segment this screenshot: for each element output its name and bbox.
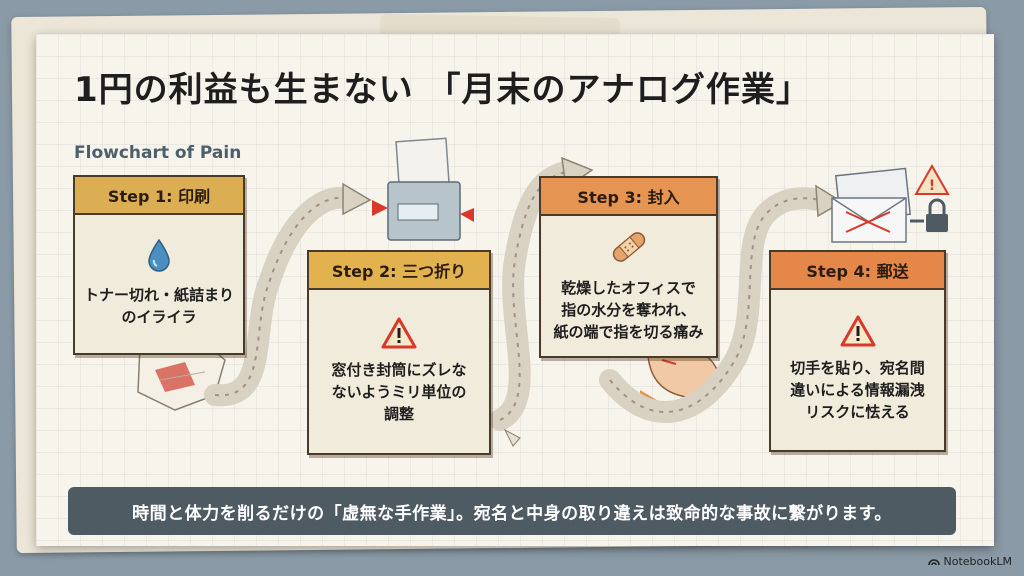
flow-arrow-1-to-2 bbox=[204, 182, 372, 407]
summary-banner: 時間と体力を削るだけの「虚無な手作業」。宛名と中身の取り違えは致命的な事故に繋が… bbox=[68, 487, 956, 535]
step-2-text: 窓付き封筒にズレな ないようミリ単位の 調整 bbox=[331, 360, 467, 423]
branding-label: NotebookLM bbox=[943, 555, 1012, 568]
step-1-header: Step 1: 印刷 bbox=[75, 177, 243, 215]
notebooklm-logo-icon bbox=[927, 559, 940, 566]
notebooklm-branding: NotebookLM bbox=[927, 555, 1012, 568]
step-4-card: Step 4: 郵送 切手を貼り、宛名間 違いによる情報漏洩 リスクに怯える bbox=[769, 250, 946, 452]
warning-icon bbox=[840, 315, 875, 347]
flowchart-subtitle: Flowchart of Pain bbox=[74, 143, 242, 163]
step-2-header: Step 2: 三つ折り bbox=[309, 252, 489, 290]
svg-text:!: ! bbox=[929, 178, 935, 194]
folding-paper-icon bbox=[372, 137, 474, 241]
envelope-lock-icon: ! bbox=[831, 163, 950, 243]
page-title: 1円の利益も生まない 「月末のアナログ作業」 bbox=[74, 70, 811, 110]
step-2-card: Step 2: 三つ折り 窓付き封筒にズレな ないようミリ単位の 調整 bbox=[307, 250, 491, 455]
step-1-card: Step 1: 印刷 トナー切れ・紙詰まり のイライラ bbox=[73, 175, 245, 355]
step-3-text: 乾燥したオフィスで 指の水分を奪われ、 紙の端で指を切る痛み bbox=[553, 279, 704, 341]
step-3-header: Step 3: 封入 bbox=[541, 178, 716, 216]
step-1-text: トナー切れ・紙詰まり のイライラ bbox=[83, 286, 234, 326]
bandage-icon bbox=[612, 232, 645, 262]
flow-arrow-3-to-4 bbox=[599, 184, 844, 423]
step-3-card: Step 3: 封入 乾燥したオフィスで 指の水分を奪われ、 紙の端で指を切る痛… bbox=[539, 176, 718, 358]
step-4-text: 切手を貼り、宛名間 違いによる情報漏洩 リスクに怯える bbox=[790, 359, 925, 421]
step-4-header: Step 4: 郵送 bbox=[771, 252, 944, 290]
water-drop-icon bbox=[148, 238, 170, 272]
warning-icon bbox=[381, 317, 417, 348]
